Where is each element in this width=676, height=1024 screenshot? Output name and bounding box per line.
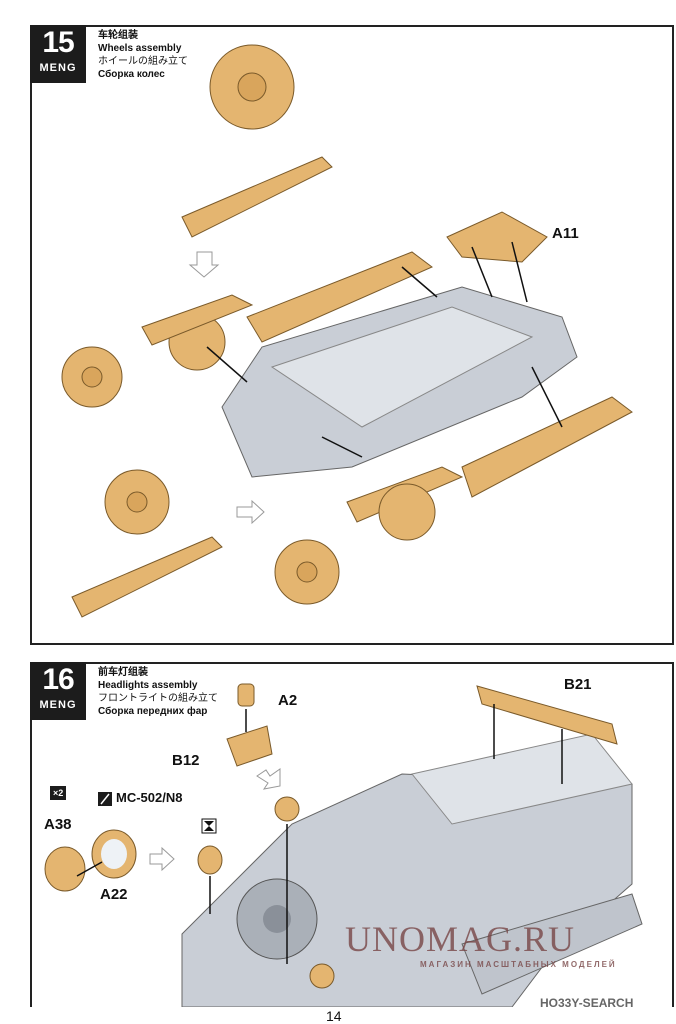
part-a11 [446, 211, 548, 263]
part-b21 [476, 685, 618, 745]
part-label-a2: A2 [278, 692, 298, 709]
fender [141, 294, 254, 346]
step-15-titles: 车轮组装 Wheels assembly ホイールの組み立て Сборка ко… [98, 29, 188, 81]
track [461, 893, 643, 995]
meng-logo: MENG [39, 62, 77, 74]
part-a2 [237, 683, 255, 707]
ski [181, 156, 333, 238]
meng-logo: MENG [39, 699, 77, 711]
title-ru: Сборка передних фар [98, 706, 208, 717]
hull [221, 286, 578, 478]
title-zh: 前车灯组装 [98, 667, 148, 678]
step-15-badge: 15 MENG [30, 25, 86, 83]
wheels-assembly-illustration [61, 44, 633, 618]
part-label-a38: A38 [44, 816, 72, 833]
title-ru: Сборка колес [98, 69, 165, 80]
title-zh: 车轮组装 [98, 30, 138, 41]
page-number: 14 [326, 1008, 342, 1024]
wheel [378, 483, 436, 541]
ski [71, 536, 223, 618]
step-15-panel: 15 MENG 车轮组装 Wheels assembly ホイールの組み立て С… [30, 25, 674, 645]
watermark-subtitle: МАГАЗИН МАСШТАБНЫХ МОДЕЛЕЙ [420, 960, 617, 969]
part-a38 [44, 846, 86, 892]
part-label-b21: B21 [564, 676, 592, 693]
glue-icon [201, 818, 217, 834]
paint-code: MC-502/N8 [116, 790, 183, 805]
paint-brush-icon [98, 792, 112, 806]
step-number: 16 [42, 663, 74, 696]
step-16-panel: 16 MENG 前车灯组装 Headlights assembly フロントライ… [30, 662, 674, 1007]
quantity-badge: ×2 [50, 786, 67, 800]
title-ja: ホイールの組み立て [98, 56, 188, 67]
title-en: Headlights assembly [98, 680, 198, 691]
part-label-a11: A11 [552, 225, 579, 242]
part-label-a22: A22 [100, 886, 128, 903]
title-ja: フロントライトの組み立て [98, 693, 218, 704]
source-watermark: HO33Y-SEARCH [540, 996, 634, 1010]
watermark: UNOMAG.RU [345, 919, 576, 959]
track-top [246, 251, 433, 343]
step-number: 15 [42, 26, 74, 59]
direction-arrows [188, 251, 265, 525]
track-right [461, 396, 633, 498]
step-16-badge: 16 MENG [30, 662, 86, 720]
part-b12 [226, 725, 273, 767]
title-en: Wheels assembly [98, 43, 182, 54]
part-label-b12: B12 [172, 752, 200, 769]
step-16-titles: 前车灯组装 Headlights assembly フロントライトの組み立て С… [98, 666, 218, 718]
headlights-assembly-illustration [44, 683, 643, 1007]
